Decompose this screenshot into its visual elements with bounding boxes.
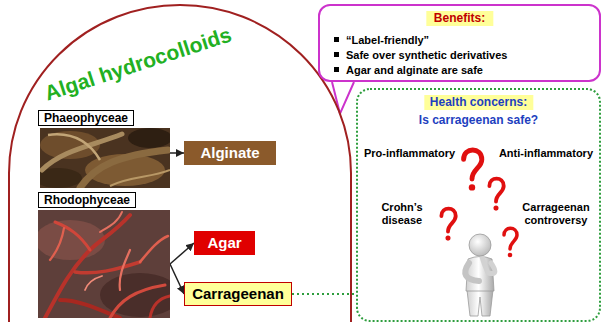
bullet-text: “Label-friendly” [346, 33, 429, 47]
concern-label: Pro-inflammatory [364, 147, 455, 160]
question-mark [441, 209, 455, 241]
kelp-highlight [48, 134, 100, 160]
kelp-highlight [110, 170, 170, 186]
product-box: Agar [194, 231, 255, 255]
person-arm [465, 263, 479, 281]
product-box: Alginate [184, 141, 276, 165]
class-label: Phaeophyceae [38, 110, 134, 126]
person-head [469, 234, 491, 256]
concerns-callout: Health concerns: Is carrageenan safe? Pro-… [356, 88, 601, 322]
callout-question: Is carrageenan safe? [419, 113, 538, 128]
kelp-blob [40, 168, 82, 188]
bullet-square [334, 67, 339, 72]
bullet-text: Safe over synthetic derivatives [346, 48, 507, 62]
curved-title: Algal hydrocolloids [42, 23, 234, 104]
callout-heading: Benefits: [426, 11, 493, 26]
photo-shade [38, 220, 105, 260]
question-mark [504, 228, 517, 257]
bullet-square [334, 37, 339, 42]
concern-label: Anti-inflammatory [499, 147, 593, 160]
callout-pointer [332, 82, 354, 114]
person-arm [482, 257, 495, 274]
product-box: Carrageenan [184, 282, 292, 306]
arch-region: Algal hydrocolloidsPhaeophyceaeAlginateR… [8, 3, 352, 322]
question-mark [464, 150, 482, 191]
concern-label: Crohn’s disease [372, 201, 432, 227]
box-label: Alginate [200, 144, 259, 162]
brown-seaweed-photo [40, 128, 170, 188]
callout-heading: Health concerns: [424, 95, 533, 110]
red-algae-branches [45, 212, 170, 318]
concern-label: Carrageenan controversy [519, 201, 593, 227]
person-legs [467, 290, 493, 316]
red-seaweed-photo [38, 210, 170, 318]
photo-shade [100, 273, 170, 317]
bullet-square [334, 52, 339, 57]
class-group: Phaeophyceae [38, 110, 170, 188]
class-group: Rhodophyceae [38, 192, 170, 318]
arrow-connector [170, 152, 184, 154]
question-mark [489, 179, 503, 211]
box-label: Agar [207, 234, 241, 252]
dotted-connector [292, 293, 356, 295]
class-label: Rhodophyceae [38, 192, 136, 208]
kelp-blob [128, 128, 170, 148]
kelp-frond [80, 150, 168, 188]
person-torso [466, 257, 494, 292]
arrow-connector [170, 264, 184, 294]
arch-outline [9, 5, 351, 322]
box-label: Carrageenan [192, 285, 284, 303]
bullet-text: Agar and alginate are safe [346, 63, 483, 77]
benefits-callout: Benefits: “Label-friendly”Safe over synth… [318, 4, 601, 82]
thinking-person [465, 234, 495, 316]
arrow-connector [170, 243, 194, 264]
